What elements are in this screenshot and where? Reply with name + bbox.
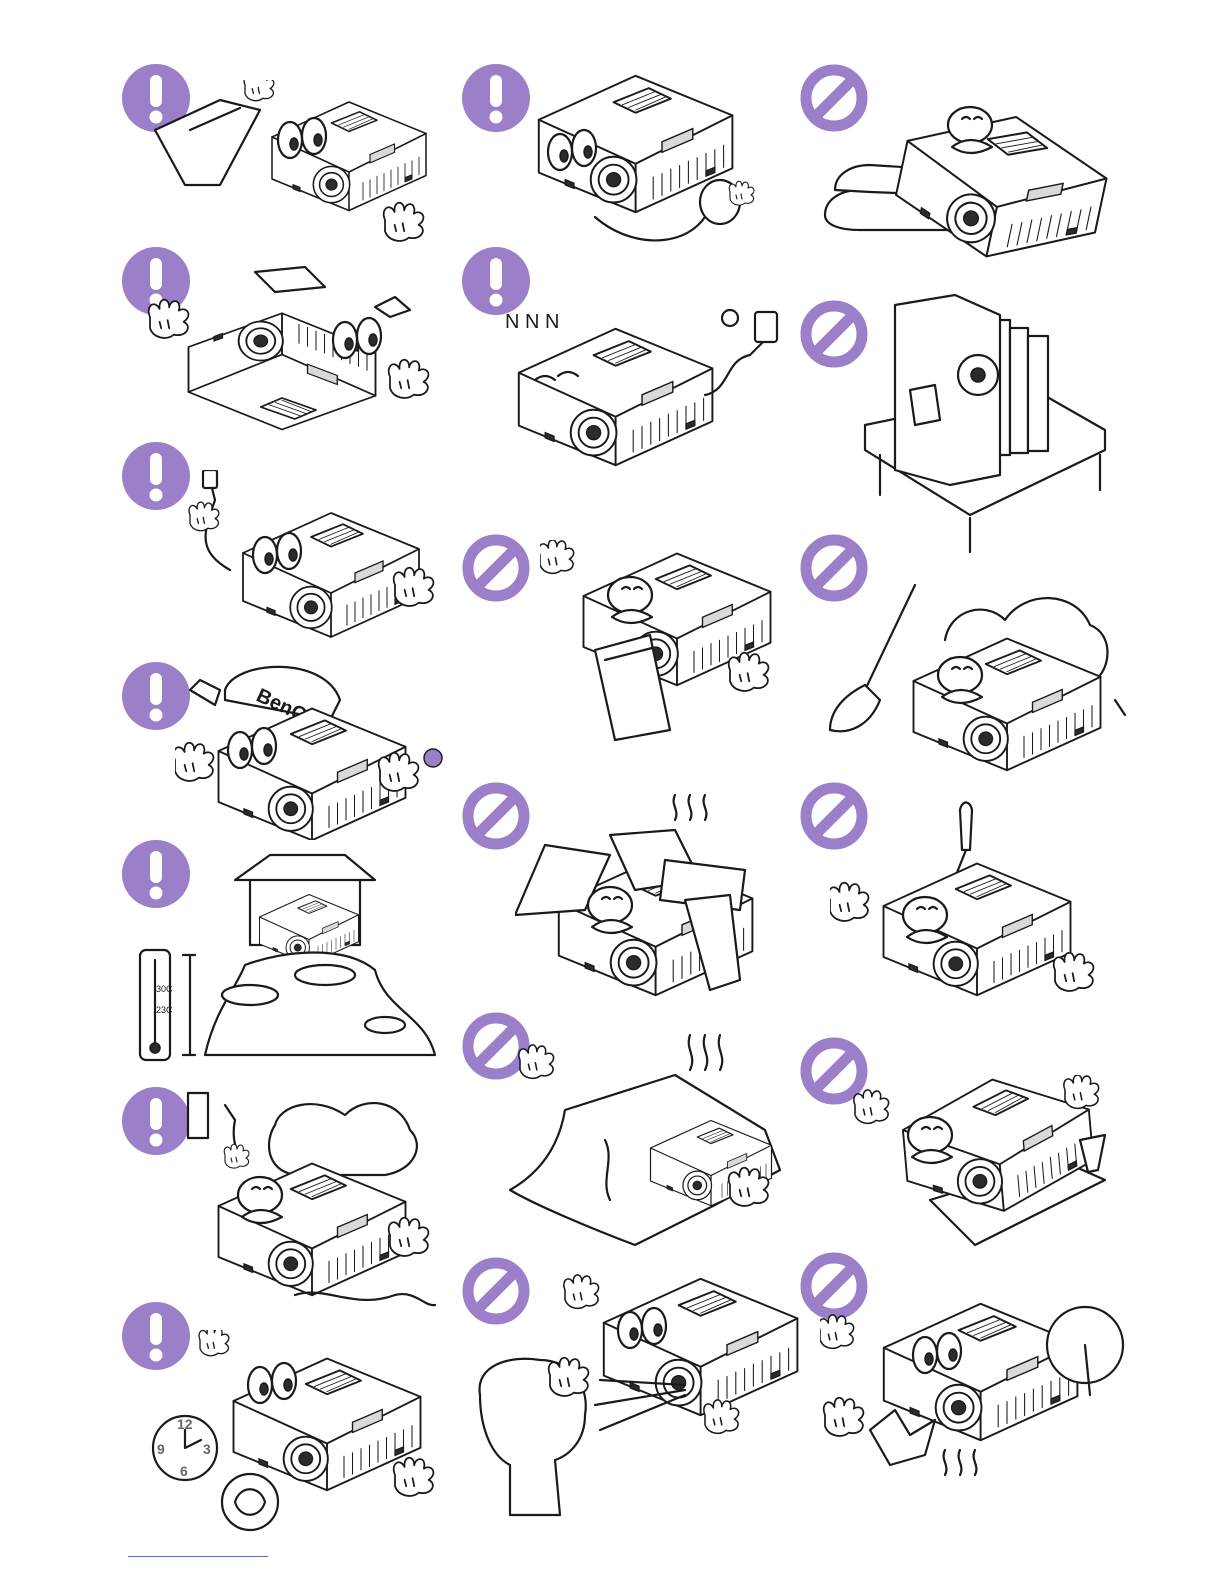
clock-number-9: 9 — [157, 1441, 165, 1457]
projector-vertical-on-table-illustration — [860, 290, 1110, 555]
projector-wearing-cap-illustration: BenQ — [175, 660, 450, 840]
projector-sleeping-standby-illustration: N N N — [500, 300, 785, 480]
projector-dusty-room-illustration — [825, 580, 1130, 790]
projector-beam-in-eyes-illustration — [470, 1265, 805, 1525]
exclamation-icon — [460, 62, 532, 134]
clock-number-3: 3 — [203, 1441, 211, 1457]
temp-high-label: 30C — [156, 984, 173, 994]
mop-icon — [830, 685, 880, 731]
power-adapter-icon — [755, 312, 777, 342]
projector-screwdriver-open-illustration — [830, 795, 1110, 1020]
projector-lens-cap-illustration — [525, 62, 765, 247]
projector-ceiling-mount-illustration — [145, 262, 445, 442]
projector-liquid-spill-illustration — [850, 1075, 1130, 1255]
prohibited-icon — [460, 532, 532, 604]
projector-covered-with-cloth-illustration — [505, 1030, 795, 1250]
screwdriver-icon — [960, 803, 972, 851]
clock-number-6: 6 — [180, 1463, 188, 1479]
projector-clock-cooling-illustration: 12 3 6 9 — [145, 1330, 450, 1535]
footer-rule — [128, 1556, 268, 1557]
fan-icon — [222, 1474, 278, 1530]
projector-tilted-on-books-illustration — [820, 80, 1140, 260]
projector-covered-with-books-illustration — [515, 790, 785, 1010]
projector-temperature-range-illustration: 30C 23C — [135, 850, 440, 1065]
exclamation-icon — [120, 440, 192, 512]
projector-unplug-liquid-illustration — [185, 1085, 445, 1320]
projector-holding-plug-illustration — [185, 470, 450, 645]
temp-low-label: 23C — [156, 1005, 173, 1015]
projector-lens-blocked-illustration — [540, 540, 790, 745]
sleep-text: N N N — [505, 311, 559, 333]
exclamation-icon — [120, 1085, 192, 1157]
projector-reading-manual-illustration — [150, 80, 450, 260]
clock-icon: 12 3 6 9 — [153, 1416, 217, 1480]
wall-outlet-icon — [188, 1093, 208, 1138]
projector-overheating-fan-illustration — [820, 1280, 1130, 1480]
